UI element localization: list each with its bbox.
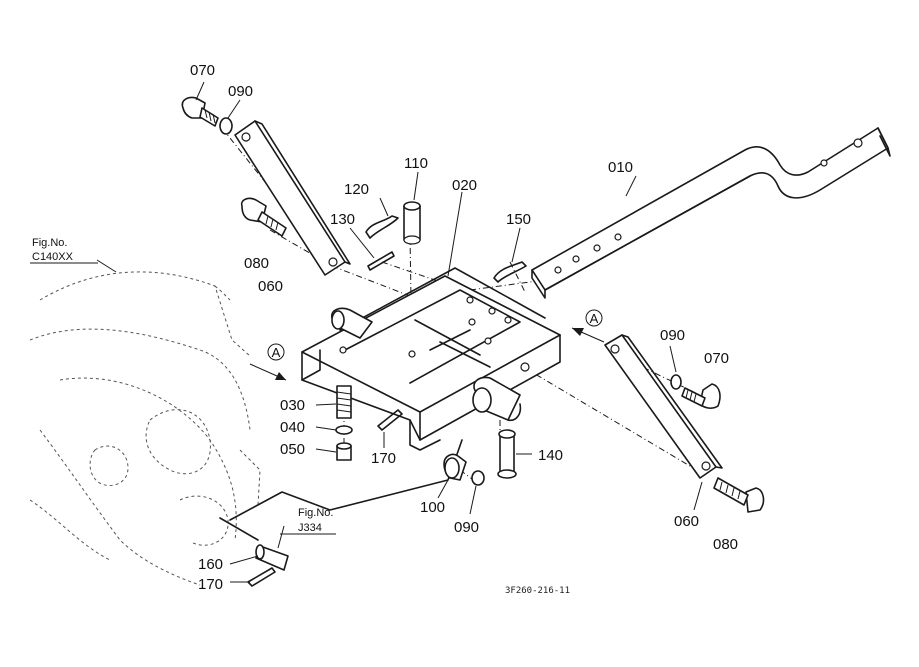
bolt-part-070-lower bbox=[681, 383, 721, 409]
label-040: 040 bbox=[280, 419, 305, 436]
link-part-060-upper bbox=[234, 120, 351, 276]
washer-part-040 bbox=[335, 425, 353, 435]
part-labels: 070 090 110 020 010 120 130 150 080 060 … bbox=[190, 62, 738, 593]
figure-ref-j334-number: J334 bbox=[298, 522, 322, 534]
label-140: 140 bbox=[538, 447, 563, 464]
bolt-part-080-lower bbox=[713, 477, 765, 513]
leader-fig-c140xx bbox=[96, 259, 117, 273]
washer-part-090-right bbox=[670, 374, 682, 390]
label-150: 150 bbox=[506, 211, 531, 228]
label-100: 100 bbox=[420, 499, 445, 516]
pin-part-170-upper bbox=[377, 409, 403, 431]
label-060-lower: 060 bbox=[674, 513, 699, 530]
svg-text:A: A bbox=[272, 345, 281, 360]
label-050: 050 bbox=[280, 441, 305, 458]
washer-part-090-bottom bbox=[471, 470, 485, 486]
label-090-upper: 090 bbox=[228, 83, 253, 100]
label-070-upper: 070 bbox=[190, 62, 215, 79]
ghost-tractor-body bbox=[29, 271, 261, 586]
drawing-code: 3F260-216-11 bbox=[505, 586, 570, 596]
label-130: 130 bbox=[330, 211, 355, 228]
clip-part-150 bbox=[493, 261, 527, 283]
label-070-lower: 070 bbox=[704, 350, 729, 367]
bolt-part-070-upper bbox=[181, 96, 219, 127]
clip-part-120 bbox=[365, 215, 399, 239]
label-080-upper: 080 bbox=[244, 255, 269, 272]
drawbar-part-010 bbox=[531, 127, 891, 299]
label-160: 160 bbox=[198, 556, 223, 573]
label-030: 030 bbox=[280, 397, 305, 414]
leader-lines bbox=[195, 81, 703, 583]
figure-ref-j334: Fig.No. J334 bbox=[280, 507, 336, 535]
figure-ref-c140xx-prefix: Fig.No. bbox=[32, 237, 67, 249]
pin-part-170-lower bbox=[247, 567, 276, 587]
pin-part-160 bbox=[255, 544, 289, 571]
pin-part-140 bbox=[497, 429, 517, 479]
bolt-part-080-upper bbox=[240, 197, 287, 237]
view-arrow-right: A bbox=[571, 309, 605, 343]
figure-ref-c140xx: Fig.No. C140XX bbox=[30, 237, 98, 264]
label-090-bottom: 090 bbox=[454, 519, 479, 536]
nut-part-050 bbox=[336, 442, 352, 461]
boundary-line-j334-lower bbox=[219, 517, 259, 541]
label-080-lower: 080 bbox=[713, 536, 738, 553]
pin-part-110 bbox=[403, 201, 421, 245]
label-090-right: 090 bbox=[660, 327, 685, 344]
view-arrow-left: A bbox=[249, 343, 287, 381]
label-020: 020 bbox=[452, 177, 477, 194]
collar-part-100 bbox=[443, 453, 467, 481]
figure-ref-c140xx-number: C140XX bbox=[32, 251, 74, 263]
label-010: 010 bbox=[608, 159, 633, 176]
label-060-upper: 060 bbox=[258, 278, 283, 295]
label-170-upper: 170 bbox=[371, 450, 396, 467]
label-110: 110 bbox=[404, 155, 428, 172]
washer-part-090-upper bbox=[219, 117, 233, 135]
label-120: 120 bbox=[344, 181, 369, 198]
link-part-060-lower bbox=[604, 334, 723, 479]
cotter-part-130 bbox=[367, 251, 395, 271]
svg-text:A: A bbox=[590, 311, 599, 326]
label-170-lower: 170 bbox=[198, 576, 223, 593]
stud-part-030 bbox=[336, 385, 352, 419]
figure-ref-j334-prefix: Fig.No. bbox=[298, 507, 333, 519]
bracket-part-020 bbox=[301, 267, 561, 451]
